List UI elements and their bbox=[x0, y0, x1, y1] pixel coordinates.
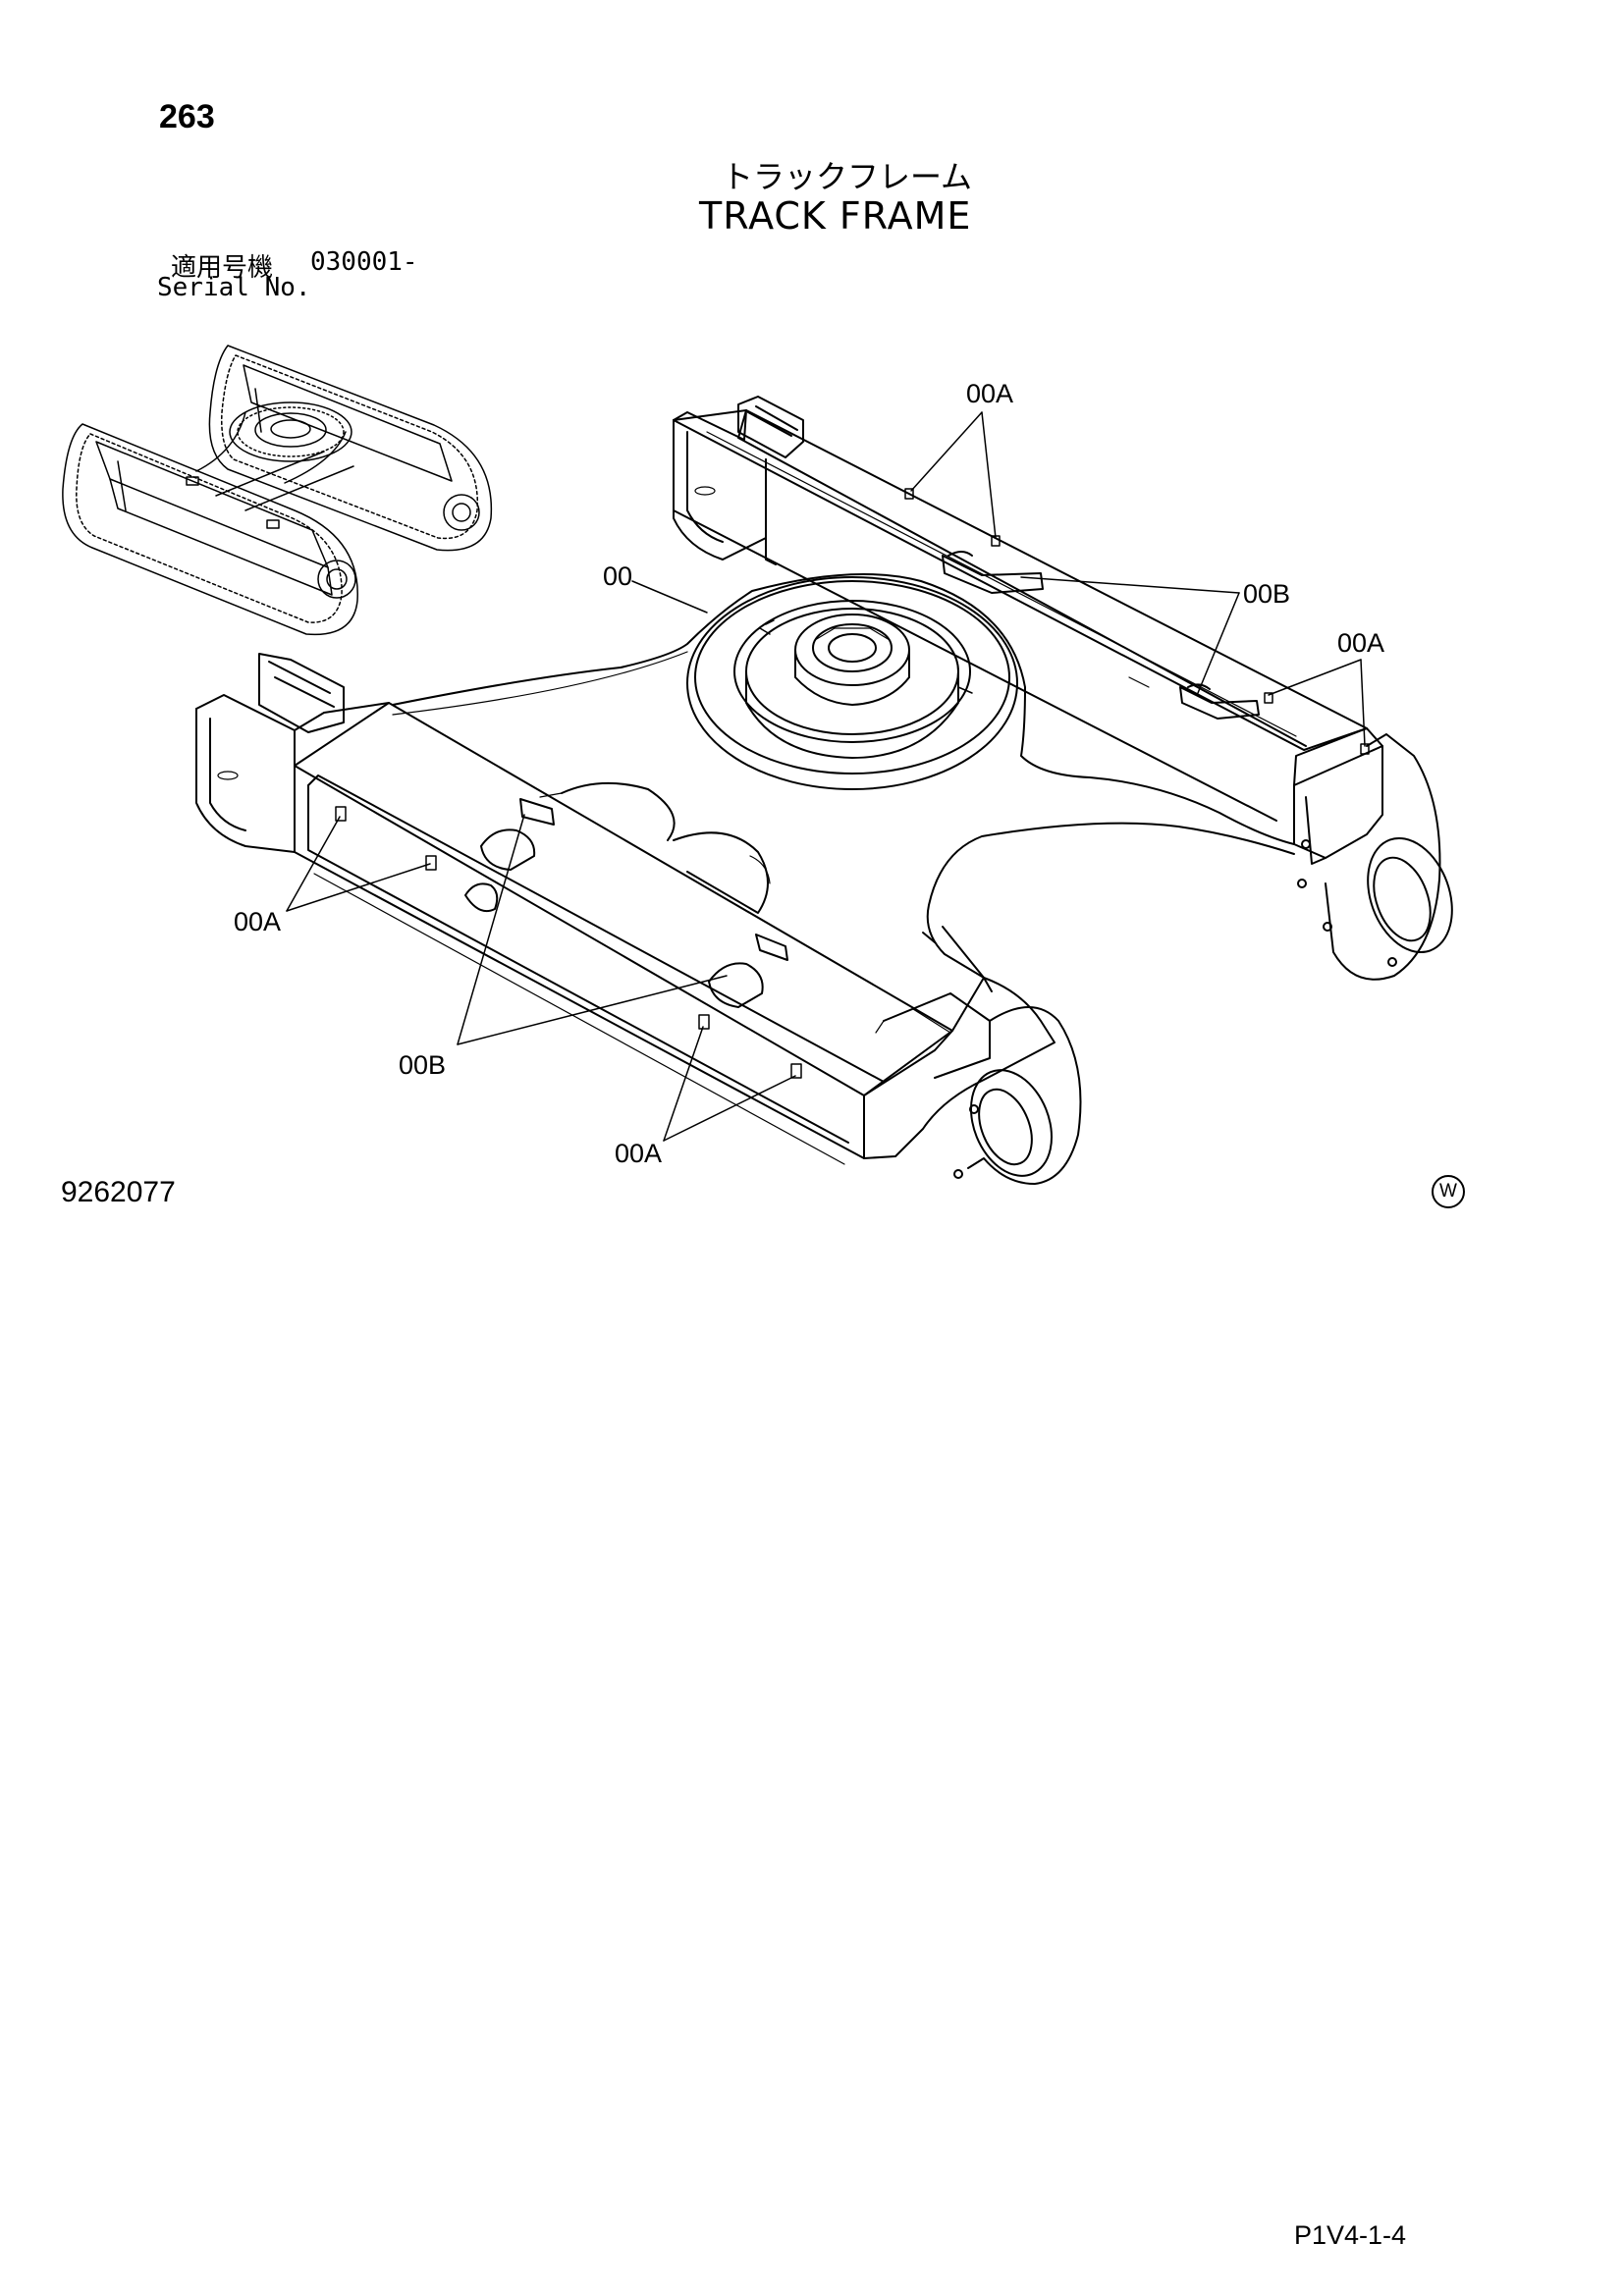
callout-bolt-right: 00A bbox=[1337, 628, 1384, 658]
upper-rail-end bbox=[673, 409, 747, 441]
callout-main-frame: 00 bbox=[603, 561, 632, 591]
undercarriage-thumbnail bbox=[62, 345, 493, 636]
figure-number: 9262077 bbox=[61, 1176, 176, 1208]
serial-label-english: Serial No. bbox=[157, 273, 311, 302]
serial-label-japanese: 適用号機 bbox=[171, 253, 274, 283]
title-english: TRACK FRAME bbox=[699, 194, 972, 238]
callout-bolt-top: 00A bbox=[966, 379, 1013, 408]
callout-plate-bottom: 00B bbox=[399, 1050, 446, 1080]
lower-rail-end bbox=[195, 708, 296, 853]
callout-bolt-left: 00A bbox=[234, 907, 281, 936]
lower-rail-face bbox=[307, 784, 849, 1144]
callout-plate-top: 00B bbox=[1243, 579, 1290, 609]
page-number: 263 bbox=[159, 98, 215, 135]
w-mark-icon: W bbox=[1432, 1175, 1465, 1208]
upper-idler-bracket bbox=[1293, 727, 1383, 859]
center-body bbox=[392, 573, 1295, 845]
page-code: P1V4-1-4 bbox=[1294, 2220, 1407, 2250]
serial-number-value: 030001- bbox=[310, 247, 418, 277]
leader-lines bbox=[286, 411, 1366, 1142]
upper-rail-face bbox=[673, 419, 1277, 822]
swing-bearing-outer bbox=[686, 576, 1018, 790]
lower-rail-top bbox=[294, 702, 953, 1096]
lower-idler-bracket bbox=[863, 977, 1056, 1159]
track-frame-drawing: 00 00A 00B 00A 00A 00B 00A bbox=[62, 345, 1453, 1185]
title-japanese: トラックフレーム bbox=[722, 158, 973, 195]
callout-bolt-bottom: 00A bbox=[615, 1139, 662, 1168]
track-frame-main bbox=[195, 396, 1453, 1185]
